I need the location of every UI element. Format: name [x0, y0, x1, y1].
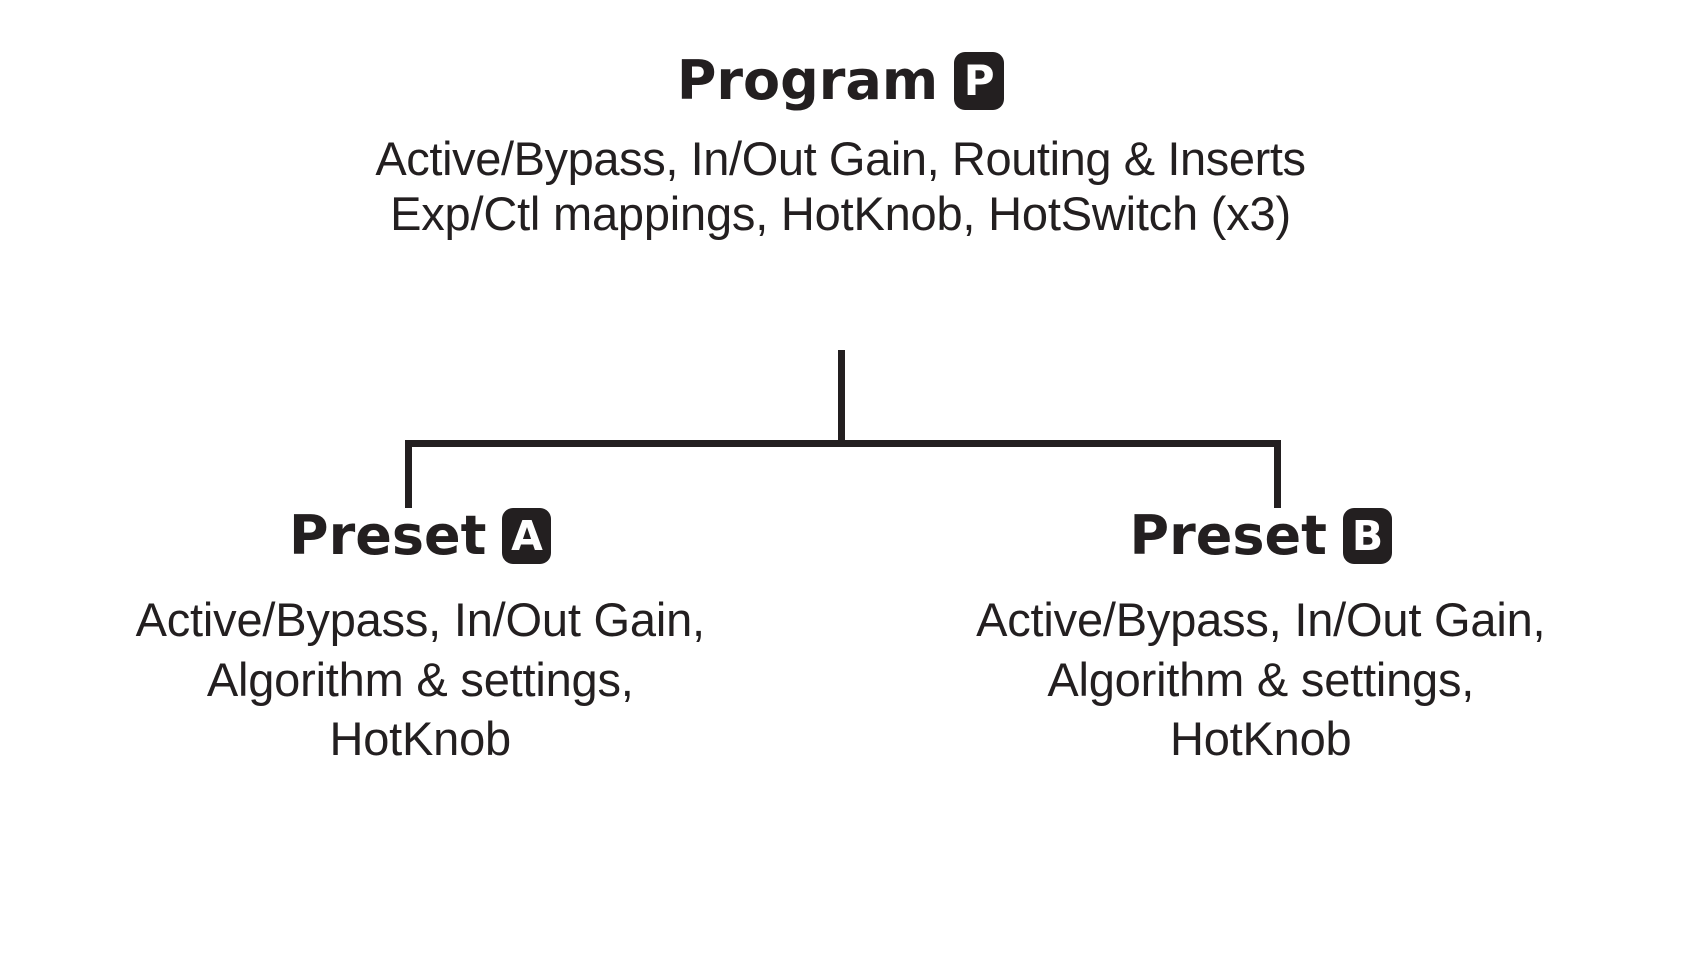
program-description-line-1: Active/Bypass, In/Out Gain, Routing & In… — [375, 132, 1306, 185]
preset-b-description-line-2: Algorithm & settings, — [1047, 652, 1475, 706]
preset-b-title-label: Preset — [1129, 504, 1327, 567]
preset-b-node: Preset B Active/Bypass, In/Out Gain, Alg… — [841, 508, 1681, 769]
preset-b-description-line-1: Active/Bypass, In/Out Gain, — [976, 593, 1546, 646]
program-node: Program P Active/Bypass, In/Out Gain, Ro… — [0, 52, 1681, 242]
preset-b-badge-icon: B — [1342, 508, 1392, 564]
preset-b-description: Active/Bypass, In/Out Gain, Algorithm & … — [841, 590, 1681, 769]
preset-a-description-line-3: HotKnob — [329, 712, 511, 766]
program-title-row: Program P — [0, 52, 1681, 110]
preset-a-node: Preset A Active/Bypass, In/Out Gain, Alg… — [0, 508, 841, 769]
preset-b-title-row: Preset B — [841, 508, 1681, 564]
preset-a-badge-icon: A — [502, 508, 552, 564]
preset-b-description-line-3: HotKnob — [1169, 712, 1352, 766]
children-row: Preset A Active/Bypass, In/Out Gain, Alg… — [0, 508, 1681, 769]
program-description: Active/Bypass, In/Out Gain, Routing & In… — [0, 132, 1681, 242]
program-description-line-2: Exp/Ctl mappings, HotKnob, HotSwitch (x3… — [390, 186, 1291, 240]
preset-a-description: Active/Bypass, In/Out Gain, Algorithm & … — [0, 590, 841, 769]
preset-a-description-line-2: Algorithm & settings, — [206, 652, 634, 706]
preset-a-title-label: Preset — [289, 504, 487, 567]
preset-a-description-line-1: Active/Bypass, In/Out Gain, — [135, 593, 705, 646]
program-badge-icon: P — [954, 52, 1005, 110]
program-title-label: Program — [676, 49, 939, 112]
preset-a-title-row: Preset A — [0, 508, 841, 564]
